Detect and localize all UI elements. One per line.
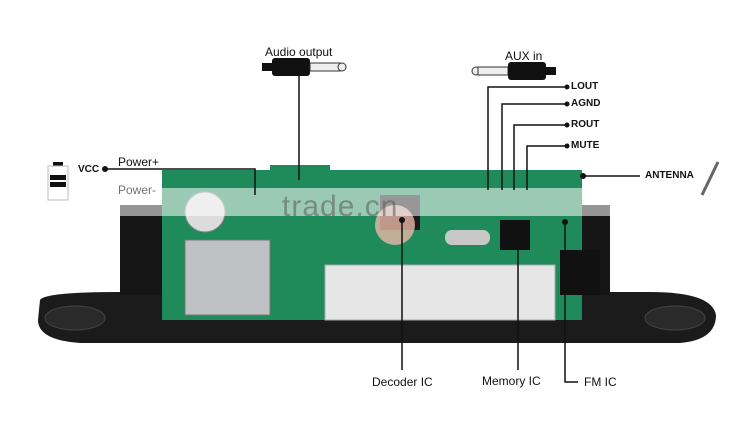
label-fm-ic: FM IC (584, 375, 617, 389)
screw-hole-right (644, 305, 706, 331)
crystal (445, 230, 490, 245)
connector-block (324, 264, 556, 321)
memory-chip (500, 220, 530, 250)
label-audio-output: Audio output (265, 45, 333, 59)
label-aux-in: AUX in (505, 49, 543, 63)
label-rout: ROUT (571, 119, 600, 130)
fm-chip (560, 250, 600, 295)
battery-icon (47, 162, 69, 201)
label-antenna: ANTENNA (645, 170, 694, 181)
label-lout: LOUT (571, 81, 599, 92)
aux-jack-icon (471, 62, 556, 80)
usb-port (184, 239, 271, 316)
label-power-minus: Power- (118, 183, 157, 197)
label-memory-ic: Memory IC (482, 374, 541, 388)
label-mute: MUTE (571, 140, 600, 151)
label-vcc: VCC (78, 164, 100, 175)
label-agnd: AGND (571, 98, 601, 109)
audio-jack-icon (262, 58, 347, 76)
watermark: trade.cn (282, 190, 399, 223)
screw-hole-left (44, 305, 106, 331)
label-power-plus: Power+ (118, 155, 160, 169)
antenna-icon (700, 161, 720, 196)
label-decoder-ic: Decoder IC (372, 375, 433, 389)
